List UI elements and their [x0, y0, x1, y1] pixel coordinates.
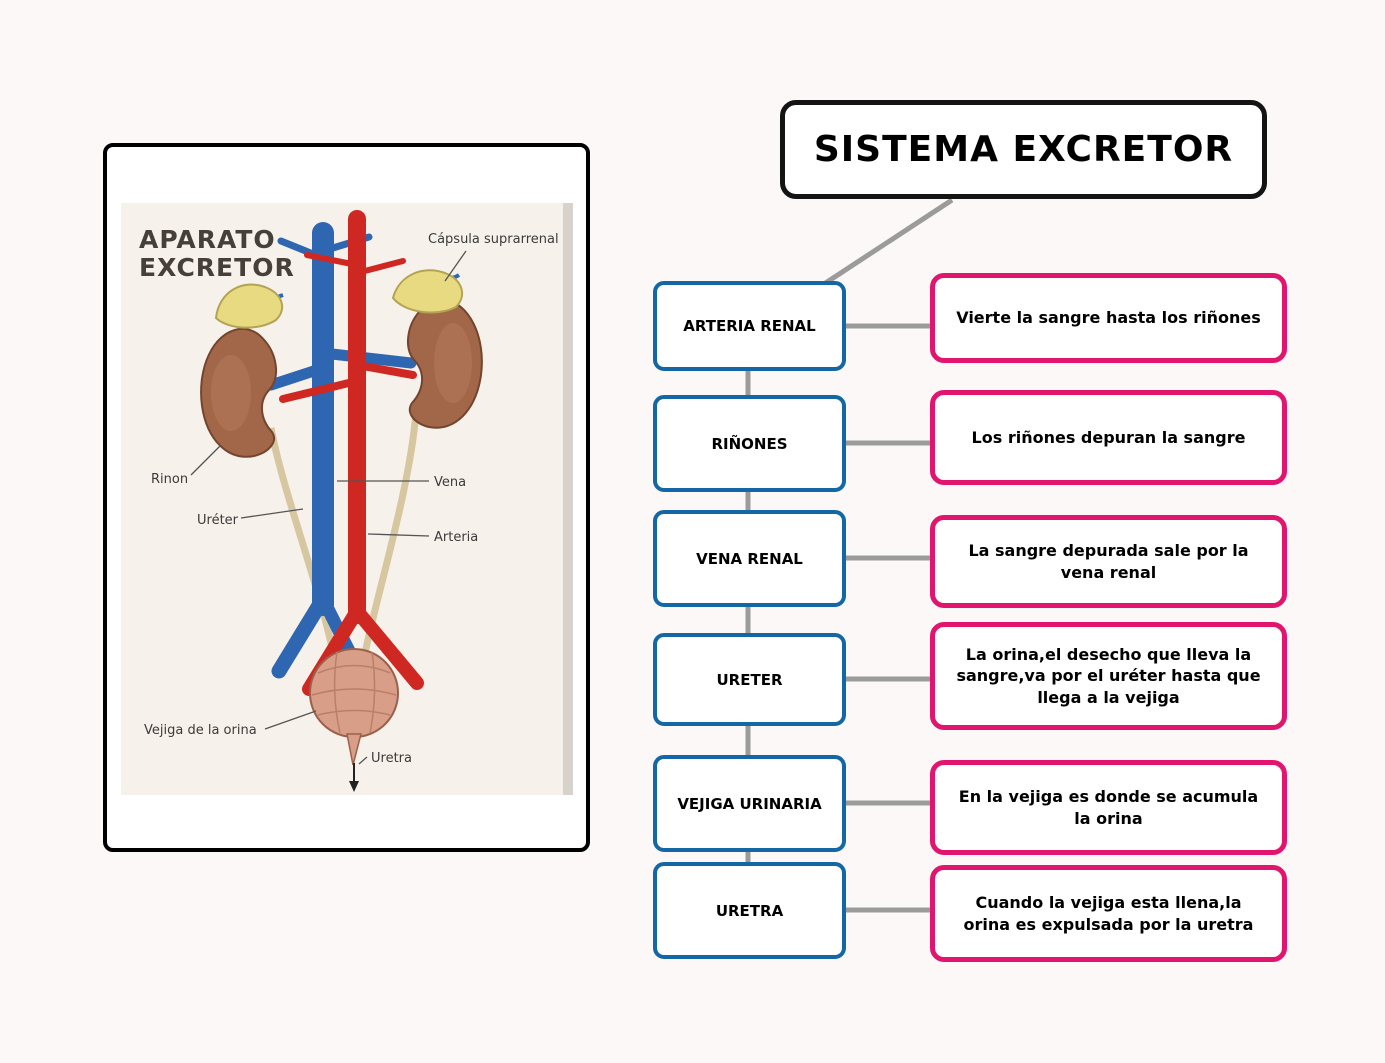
term-box-arteria-renal: ARTERIA RENAL: [653, 281, 846, 371]
kidneys: [200, 297, 483, 458]
term-label: URETRA: [715, 901, 784, 920]
aorta: [279, 210, 424, 696]
desc-text: La sangre depurada sale por la vena rena…: [968, 540, 1249, 582]
connector-title-to-row1: [822, 197, 954, 287]
label-ureter: Uréter: [197, 513, 239, 528]
term-box-vena-renal: VENA RENAL: [653, 510, 846, 607]
term-box-ureter: URETER: [653, 633, 846, 726]
desc-box-arteria-renal: Vierte la sangre hasta los riñones: [930, 273, 1287, 363]
term-label: VEJIGA URINARIA: [677, 794, 822, 813]
desc-box-ureter: La orina,el desecho que lleva la sangre,…: [930, 622, 1287, 730]
desc-text: Los riñones depuran la sangre: [971, 427, 1246, 447]
label-vena: Vena: [434, 475, 466, 490]
anatomy-heading-line2: EXCRETOR: [139, 253, 295, 282]
term-label: VENA RENAL: [696, 549, 803, 568]
term-box-rinones: RIÑONES: [653, 395, 846, 492]
anatomy-panel: APARATO EXCRETOR Cápsula suprarrenal Rin…: [103, 143, 590, 852]
label-rinon: Rinon: [151, 472, 188, 487]
scan-edge: [563, 203, 573, 795]
desc-text: En la vejiga es donde se acumula la orin…: [958, 786, 1259, 828]
desc-text: La orina,el desecho que lleva la sangre,…: [956, 644, 1261, 707]
label-capsula-suprarrenal: Cápsula suprarrenal: [428, 232, 559, 247]
urethra-arrow: [346, 733, 362, 792]
term-box-vejiga-urinaria: VEJIGA URINARIA: [653, 755, 846, 852]
desc-text: Vierte la sangre hasta los riñones: [956, 308, 1261, 328]
desc-box-vejiga-urinaria: En la vejiga es donde se acumula la orin…: [930, 760, 1287, 855]
desc-box-rinones: Los riñones depuran la sangre: [930, 390, 1287, 485]
term-label: ARTERIA RENAL: [683, 317, 816, 335]
pointer-lines: [190, 250, 467, 765]
label-vejiga: Vejiga de la orina: [144, 723, 257, 738]
diagram-title-box: SISTEMA EXCRETOR: [780, 100, 1267, 199]
term-label: URETER: [716, 670, 783, 689]
label-arteria: Arteria: [434, 530, 478, 545]
label-uretra: Uretra: [371, 751, 412, 766]
bladder: [309, 648, 399, 738]
term-box-uretra: URETRA: [653, 862, 846, 959]
desc-text: Cuando la vejiga esta llena,la orina es …: [963, 892, 1254, 934]
anatomy-heading-line1: APARATO: [139, 225, 276, 254]
anatomy-illustration: APARATO EXCRETOR Cápsula suprarrenal Rin…: [121, 203, 573, 795]
desc-box-vena-renal: La sangre depurada sale por la vena rena…: [930, 515, 1287, 608]
term-label: RIÑONES: [711, 434, 788, 453]
diagram-title: SISTEMA EXCRETOR: [813, 129, 1234, 170]
desc-box-uretra: Cuando la vejiga esta llena,la orina es …: [930, 865, 1287, 962]
